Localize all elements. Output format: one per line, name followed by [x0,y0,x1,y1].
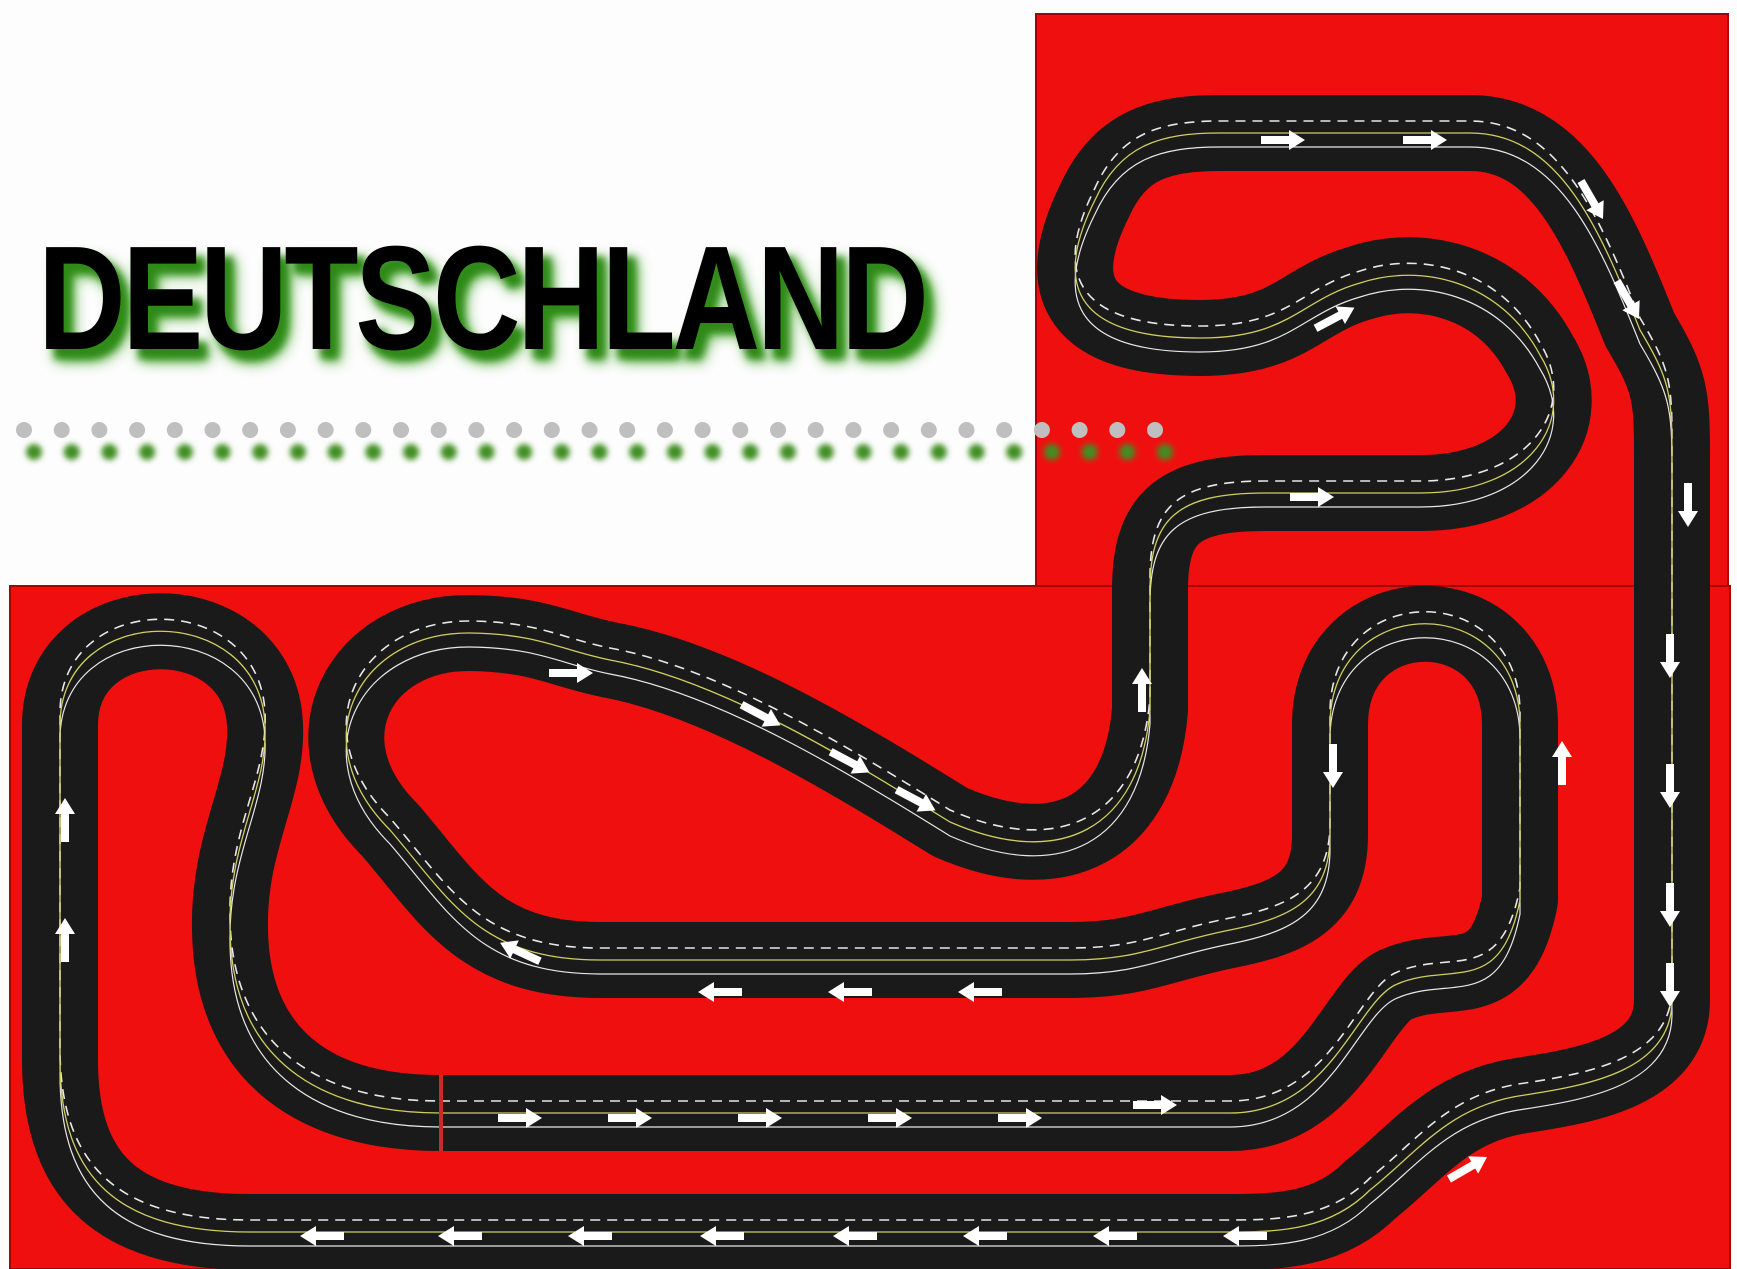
divider-dot [54,422,70,438]
divider-dot-shadow [403,444,419,460]
divider-dot-shadow [215,444,231,460]
divider-dot-shadow [101,444,117,460]
divider-dot [16,422,32,438]
divider-dot [921,422,937,438]
divider-dot-shadow [780,444,796,460]
divider-dot-shadow [592,444,608,460]
divider-dot-shadow [478,444,494,460]
divider-dot [393,422,409,438]
divider-dot-shadow [893,444,909,460]
divider-dot [205,422,221,438]
divider-dot-shadow [554,444,570,460]
divider-dot [431,422,447,438]
divider-dot-shadow [1119,444,1135,460]
divider-dot [318,422,334,438]
divider-dot [242,422,258,438]
divider-dot-shadow [64,444,80,460]
divider-dot-shadow [742,444,758,460]
divider-dot-shadow [441,444,457,460]
divider-dot-shadow [1157,444,1173,460]
divider-dot [770,422,786,438]
divider-dot-shadow [705,444,721,460]
divider-dot [695,422,711,438]
divider-dot [657,422,673,438]
divider-dot-shadow [1044,444,1060,460]
divider-dot [732,422,748,438]
divider-dot [883,422,899,438]
divider-dot [280,422,296,438]
divider-dot-shadow [177,444,193,460]
start-line-icon [439,1075,443,1151]
divider-dot-shadow [252,444,268,460]
divider-dot-shadow [1082,444,1098,460]
divider-dot-shadow [931,444,947,460]
divider-dot [1072,422,1088,438]
divider-dot-shadow [1006,444,1022,460]
divider-dot [355,422,371,438]
divider-dot [129,422,145,438]
divider-dot-shadow [139,444,155,460]
divider-dot [468,422,484,438]
divider-dot [996,422,1012,438]
divider-dot-shadow [629,444,645,460]
divider-dot-shadow [667,444,683,460]
divider-dot-shadow [328,444,344,460]
divider-dot-shadow [818,444,834,460]
divider-dot [1147,422,1163,438]
divider-dot [619,422,635,438]
divider-dot [959,422,975,438]
divider-dot-shadow [516,444,532,460]
divider-dot-shadow [290,444,306,460]
dotted-divider [16,422,1173,460]
divider-dot [582,422,598,438]
divider-dot [544,422,560,438]
divider-dot-shadow [365,444,381,460]
divider-dot-shadow [26,444,42,460]
divider-dot [1109,422,1125,438]
divider-dot-shadow [969,444,985,460]
divider-dot [506,422,522,438]
divider-dot-shadow [855,444,871,460]
divider-dot [808,422,824,438]
divider-dot [167,422,183,438]
divider-dot [845,422,861,438]
divider-dot [91,422,107,438]
divider-dot [1034,422,1050,438]
